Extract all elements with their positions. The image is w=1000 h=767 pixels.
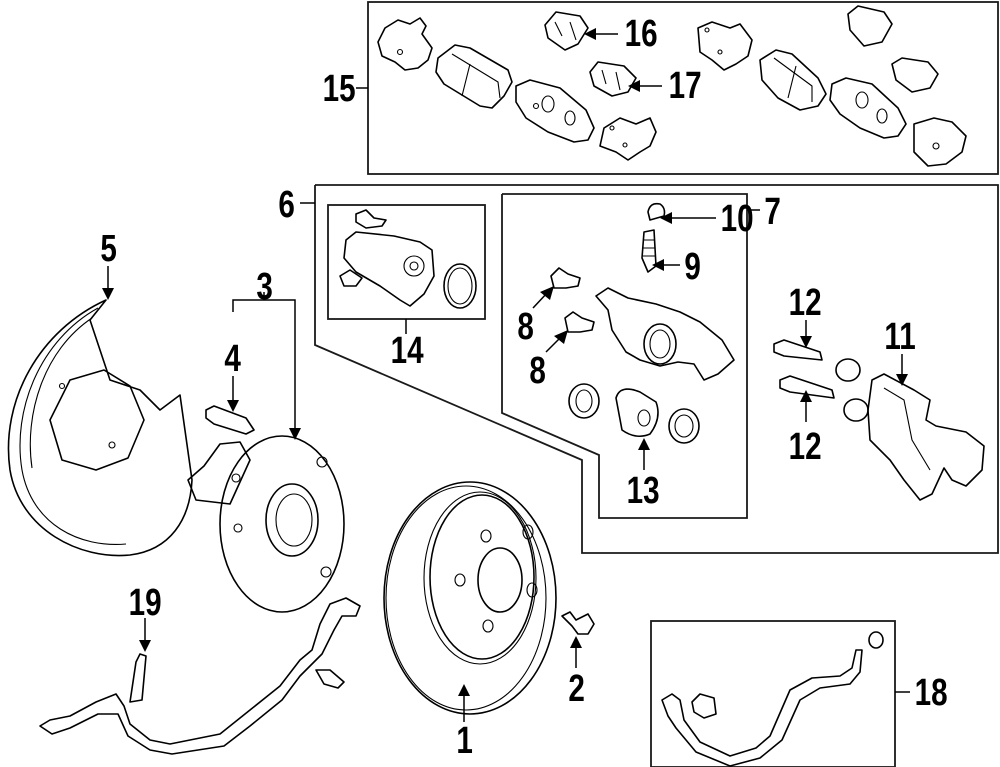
callout-10[interactable]: 10 bbox=[720, 198, 754, 240]
callout-7[interactable]: 7 bbox=[764, 191, 781, 233]
pin-boot-upper bbox=[835, 358, 861, 382]
callout-2[interactable]: 2 bbox=[568, 668, 585, 710]
pad-shim-outer-left bbox=[377, 17, 433, 71]
pad-shim-inner-left bbox=[599, 117, 657, 161]
callout-5[interactable]: 5 bbox=[100, 228, 117, 270]
parking-motor bbox=[339, 209, 477, 309]
retainer-clip-upper-right bbox=[847, 5, 893, 47]
pad-shim-inner-right bbox=[913, 117, 967, 167]
brake-pad-right-2 bbox=[829, 77, 907, 139]
guide-pin-lower bbox=[779, 375, 835, 399]
brake-pad-right-1 bbox=[759, 49, 827, 111]
motor-box bbox=[327, 204, 486, 320]
callout-15[interactable]: 15 bbox=[322, 68, 356, 110]
caliper-assembly-outline bbox=[314, 184, 999, 554]
pin-boot-lower bbox=[843, 398, 869, 422]
splash-shield-part bbox=[7, 299, 193, 557]
callout-8-upper[interactable]: 8 bbox=[517, 306, 534, 348]
callout-3[interactable]: 3 bbox=[256, 266, 273, 308]
callout-16[interactable]: 16 bbox=[624, 13, 658, 55]
callout-12-upper[interactable]: 12 bbox=[788, 282, 822, 324]
leader-lines bbox=[102, 28, 910, 722]
callout-8-lower[interactable]: 8 bbox=[529, 350, 546, 392]
guide-pin-upper bbox=[773, 339, 823, 361]
bleeder-cap-part bbox=[647, 202, 666, 221]
callout-6[interactable]: 6 bbox=[278, 184, 295, 226]
bleeder-screw-part bbox=[641, 229, 657, 273]
brake-rotor-part bbox=[383, 481, 557, 715]
hub-bearing-part bbox=[187, 435, 345, 613]
retainer-clip-16 bbox=[544, 11, 589, 51]
brake-pad-left-2 bbox=[515, 79, 595, 143]
callout-18[interactable]: 18 bbox=[914, 672, 948, 714]
caliper-bolt-lower bbox=[564, 311, 595, 333]
abs-sensor-right-box bbox=[650, 620, 896, 767]
retainer-clip-lower-right bbox=[891, 57, 939, 93]
callout-1[interactable]: 1 bbox=[456, 720, 473, 762]
callout-4[interactable]: 4 bbox=[224, 338, 241, 380]
caliper-body-outline bbox=[501, 193, 748, 519]
abs-sensor-right-part bbox=[661, 631, 884, 767]
retainer-clip-17 bbox=[589, 61, 637, 97]
piston-seal-right bbox=[668, 408, 700, 444]
caliper-body-part bbox=[595, 287, 735, 381]
callout-12-lower[interactable]: 12 bbox=[788, 426, 822, 468]
callout-17[interactable]: 17 bbox=[668, 65, 702, 107]
rotor-screw-part bbox=[561, 611, 595, 635]
piston-seal-left bbox=[568, 383, 600, 419]
piston-part bbox=[615, 388, 659, 438]
callout-9[interactable]: 9 bbox=[684, 246, 701, 288]
callout-19[interactable]: 19 bbox=[128, 582, 162, 624]
brake-pad-left-1 bbox=[435, 44, 513, 109]
caliper-bracket-part bbox=[867, 373, 985, 501]
hub-bolt-part bbox=[205, 405, 255, 435]
callout-14[interactable]: 14 bbox=[390, 330, 424, 372]
abs-sensor-left-part bbox=[39, 597, 361, 755]
pad-shim-outer-right bbox=[697, 21, 753, 71]
caliper-bolt-upper bbox=[550, 267, 581, 289]
callout-11[interactable]: 11 bbox=[884, 316, 916, 358]
callout-13[interactable]: 13 bbox=[626, 470, 660, 512]
